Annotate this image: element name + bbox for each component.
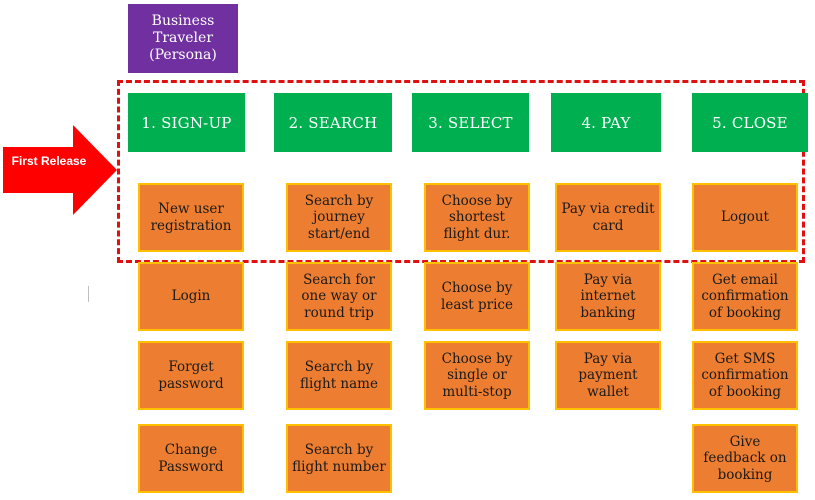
story-label: Choose by least price — [441, 280, 513, 313]
story-card[interactable]: Choose by single or multi-stop — [424, 341, 530, 410]
story-label: Search by flight number — [292, 442, 386, 475]
story-label: Search for one way or round trip — [301, 272, 377, 321]
story-label: New user registration — [150, 201, 232, 234]
stage-search[interactable]: 2. SEARCH — [274, 93, 392, 152]
story-card[interactable]: Give feedback on booking — [692, 424, 798, 493]
story-card[interactable]: Search by journey start/end — [286, 183, 392, 252]
story-card[interactable]: Pay via credit card — [555, 183, 661, 252]
story-label: Pay via payment wallet — [578, 351, 638, 400]
story-label: Change Password — [158, 442, 224, 475]
story-card[interactable]: Search for one way or round trip — [286, 262, 392, 331]
story-card[interactable]: Search by flight number — [286, 424, 392, 493]
first-release-marker: First Release — [3, 125, 120, 215]
story-label: Logout — [721, 209, 769, 226]
story-label: Login — [171, 288, 211, 305]
stage-label: 1. SIGN-UP — [141, 113, 232, 132]
persona-label: Business Traveler (Persona) — [149, 13, 217, 63]
story-card[interactable]: Change Password — [138, 424, 244, 493]
stage-select[interactable]: 3. SELECT — [412, 93, 529, 152]
story-card[interactable]: Choose by least price — [424, 262, 530, 331]
first-release-frame — [117, 80, 805, 263]
stage-label: 5. CLOSE — [712, 113, 788, 132]
story-label: Give feedback on booking — [703, 434, 787, 483]
story-card[interactable]: Pay via internet banking — [555, 262, 661, 331]
story-card[interactable]: Forget password — [138, 341, 244, 410]
story-label: Choose by single or multi-stop — [441, 351, 513, 400]
persona-card: Business Traveler (Persona) — [128, 4, 238, 73]
story-label: Search by flight name — [300, 359, 378, 392]
story-card[interactable]: Login — [138, 262, 244, 331]
stage-label: 4. PAY — [581, 113, 631, 132]
story-label: Forget password — [158, 359, 224, 392]
story-card[interactable]: Logout — [692, 183, 798, 252]
story-card[interactable]: Search by flight name — [286, 341, 392, 410]
first-release-label: First Release — [11, 154, 87, 168]
story-label: Choose by shortest flight dur. — [441, 193, 513, 242]
stage-label: 2. SEARCH — [288, 113, 378, 132]
divider — [88, 286, 89, 302]
story-label: Get email confirmation of booking — [701, 272, 789, 321]
story-card[interactable]: Get email confirmation of booking — [692, 262, 798, 331]
story-card[interactable]: New user registration — [138, 183, 244, 252]
story-label: Pay via credit card — [561, 201, 655, 234]
stage-label: 3. SELECT — [428, 113, 513, 132]
story-label: Get SMS confirmation of booking — [701, 351, 789, 400]
story-label: Search by journey start/end — [304, 193, 374, 242]
story-card[interactable]: Pay via payment wallet — [555, 341, 661, 410]
right-arrow-icon — [3, 125, 117, 215]
story-card[interactable]: Get SMS confirmation of booking — [692, 341, 798, 410]
stage-pay[interactable]: 4. PAY — [551, 93, 661, 152]
story-card[interactable]: Choose by shortest flight dur. — [424, 183, 530, 252]
stage-sign-up[interactable]: 1. SIGN-UP — [128, 93, 245, 152]
stage-close[interactable]: 5. CLOSE — [692, 93, 808, 152]
story-label: Pay via internet banking — [580, 272, 636, 321]
